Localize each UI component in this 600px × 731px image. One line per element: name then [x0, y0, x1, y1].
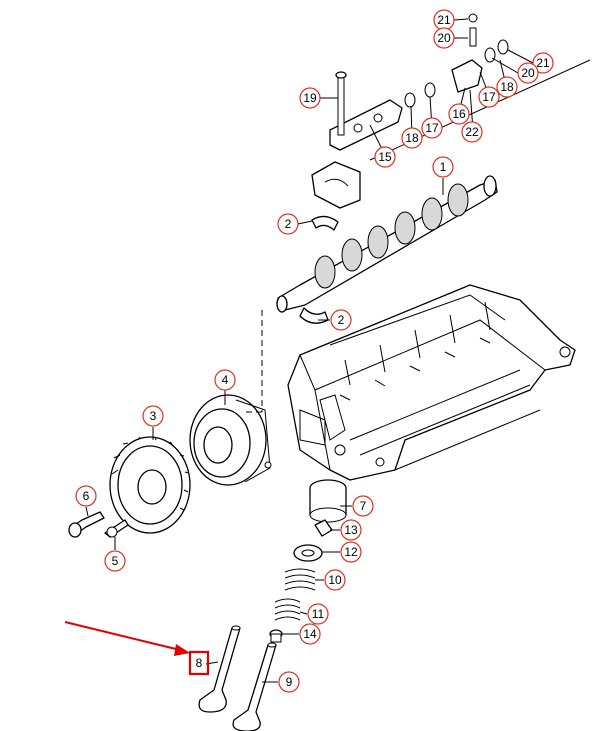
callout-14: 14: [299, 623, 321, 645]
valve-stem-seal: [269, 629, 283, 643]
svg-text:9: 9: [286, 675, 293, 689]
svg-text:3: 3: [150, 409, 157, 423]
callout-12: 12: [340, 541, 362, 563]
callout-13: 13: [340, 519, 362, 541]
bolt-6: [68, 511, 105, 538]
svg-text:7: 7: [360, 499, 367, 513]
svg-text:21: 21: [536, 56, 550, 70]
svg-text:11: 11: [312, 607, 325, 621]
camshaft-sprocket: [109, 436, 191, 534]
svg-text:2: 2: [285, 217, 292, 231]
svg-text:4: 4: [222, 373, 229, 387]
svg-text:14: 14: [303, 627, 317, 641]
svg-text:17: 17: [482, 90, 496, 104]
svg-text:5: 5: [112, 554, 119, 568]
callout-2-lower: 2: [330, 309, 352, 331]
callout-10: 10: [324, 569, 346, 591]
svg-text:16: 16: [452, 107, 466, 121]
callout-17-right: 17: [478, 86, 500, 108]
sprocket-hub: [189, 394, 272, 486]
callout-15: 15: [374, 146, 396, 168]
callout-16: 16: [448, 103, 470, 125]
callout-3: 3: [142, 405, 164, 427]
svg-text:8: 8: [196, 656, 203, 670]
bearing-shell-upper: [311, 215, 339, 231]
bearing-cap-upper: [311, 161, 361, 209]
callout-18-left: 18: [401, 127, 423, 149]
callout-21-right: 21: [532, 52, 554, 74]
svg-text:22: 22: [465, 125, 479, 139]
svg-text:10: 10: [328, 573, 342, 587]
svg-text:6: 6: [83, 489, 90, 503]
exhaust-valve: [198, 625, 241, 713]
inner-valve-spring: [274, 598, 301, 621]
svg-text:17: 17: [425, 121, 439, 135]
callout-9: 9: [278, 671, 300, 693]
intake-valve: [232, 642, 277, 731]
svg-text:13: 13: [344, 523, 358, 537]
svg-text:1: 1: [440, 160, 447, 174]
svg-text:20: 20: [437, 31, 451, 45]
bolt-5: [104, 519, 129, 538]
pointer-arrow: [64, 621, 190, 656]
callout-7: 7: [352, 495, 374, 517]
svg-text:12: 12: [344, 545, 358, 559]
callout-22: 22: [461, 121, 483, 143]
svg-text:2: 2: [338, 313, 345, 327]
cylinder-head: [287, 284, 576, 481]
svg-text:15: 15: [378, 150, 392, 164]
rocker-shaft-assembly: [329, 13, 591, 161]
camshaft: [276, 175, 498, 313]
callout-21-top: 21: [433, 9, 455, 31]
bearing-shell-lower: [299, 307, 329, 324]
svg-text:19: 19: [303, 91, 317, 105]
callout-11: 11: [307, 603, 329, 625]
svg-text:21: 21: [437, 13, 451, 27]
callout-8: 8: [188, 650, 210, 676]
callout-6: 6: [75, 485, 97, 507]
callout-4: 4: [214, 369, 236, 391]
callout-20-top: 20: [433, 27, 455, 49]
svg-text:20: 20: [521, 66, 535, 80]
valve-spring-cap: [293, 544, 323, 562]
callout-17-left: 17: [421, 117, 443, 139]
svg-text:18: 18: [500, 80, 514, 94]
svg-text:18: 18: [405, 131, 419, 145]
callout-5: 5: [104, 550, 126, 572]
callout-2-upper: 2: [277, 213, 299, 235]
callout-20-right: 20: [517, 62, 539, 84]
outer-valve-spring: [284, 568, 316, 591]
hydraulic-tappet: [309, 479, 347, 523]
callout-19: 19: [299, 87, 321, 109]
callout-18-right: 18: [496, 76, 518, 98]
callout-1: 1: [432, 156, 454, 178]
